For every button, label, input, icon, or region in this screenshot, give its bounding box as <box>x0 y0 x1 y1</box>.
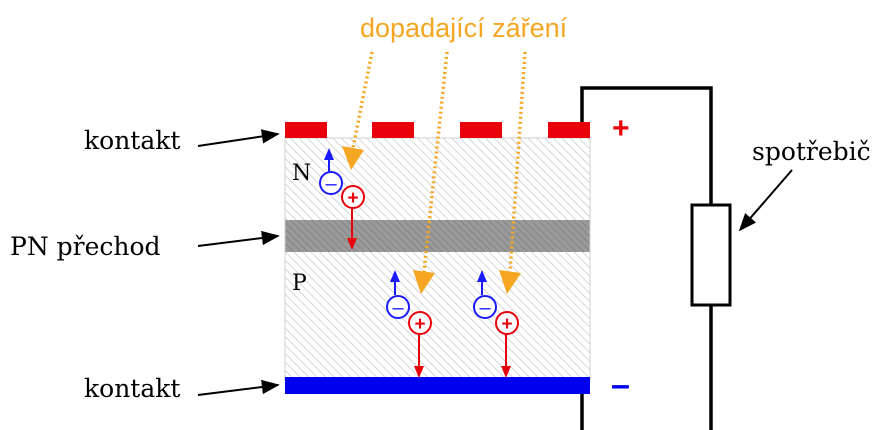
hole-arrow-icon <box>414 366 424 378</box>
radiation-rays <box>351 51 527 273</box>
top-contact-finger <box>460 122 502 138</box>
pointer-arrow-icon <box>197 129 280 147</box>
electron-sign: – <box>392 297 404 319</box>
pointer-arrow-icon <box>197 230 280 247</box>
carrier-pair-n: – + <box>319 148 365 250</box>
electron-arrow-icon <box>390 270 400 282</box>
pointer-arrow-icon <box>738 169 793 232</box>
carrier-pair-p-1: – + <box>386 270 432 378</box>
plus-terminal-label: + <box>612 112 630 145</box>
p-layer <box>285 252 590 380</box>
solar-cell <box>284 122 591 394</box>
pointer-arrow-icon <box>197 379 280 396</box>
electron-arrow-icon <box>477 270 487 282</box>
hole-sign: + <box>414 314 425 335</box>
electron-arrow-icon <box>324 148 334 160</box>
n-layer-label: N <box>292 161 311 186</box>
hole-arrow-icon <box>347 238 357 250</box>
electron-sign: – <box>479 297 491 319</box>
p-layer-label: P <box>292 271 307 296</box>
minus-terminal-label: – <box>611 366 630 404</box>
top-contact-label: kontakt <box>84 126 180 155</box>
electron-charge-icon <box>386 295 410 319</box>
top-contact-finger <box>285 122 327 138</box>
radiation-label: dopadající záření <box>360 13 568 43</box>
top-contact-finger <box>548 122 590 138</box>
electron-charge-icon <box>473 295 497 319</box>
hole-arrow-icon <box>501 366 511 378</box>
resistor-symbol <box>690 203 732 307</box>
pn-junction-layer <box>285 220 590 252</box>
top-contact-finger <box>372 122 414 138</box>
radiation-arrowheads <box>342 146 521 294</box>
pn-junction-label: PN přechod <box>10 232 161 261</box>
hole-sign: + <box>347 188 358 209</box>
consumer-label: spotřebič <box>752 137 871 166</box>
hole-sign: + <box>501 314 512 335</box>
bottom-contact <box>285 377 590 394</box>
bottom-contact-label: kontakt <box>84 374 180 403</box>
electron-sign: – <box>325 173 337 195</box>
carrier-pair-p-2: – + <box>473 270 519 378</box>
electron-charge-icon <box>319 171 343 195</box>
